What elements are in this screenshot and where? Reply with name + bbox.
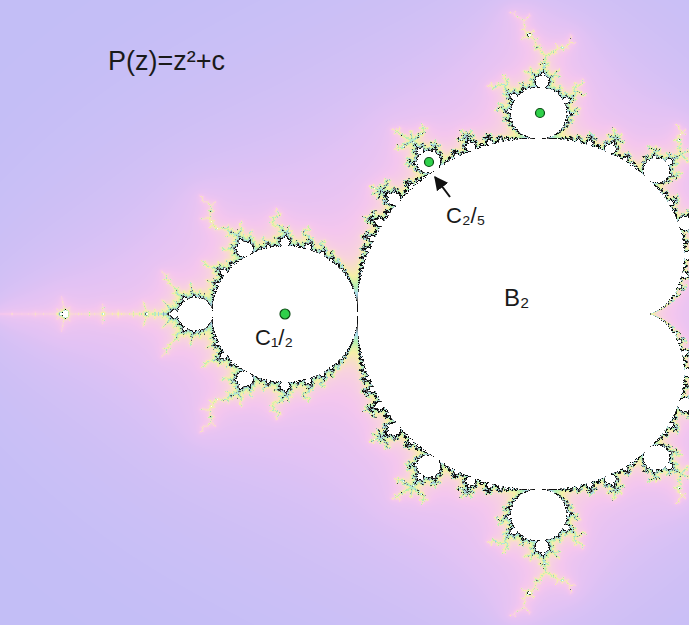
label-holder: B₂ [504,284,529,312]
cardioid-label: B₂ [504,284,529,311]
center-dot [425,158,434,167]
bulb-label: C₂/₅ [446,203,485,228]
leader-arrow [435,177,450,197]
label-holder: P(z)=z²+c [108,46,225,77]
center-dot [280,309,290,319]
bulb-label: C₁/₂ [255,325,293,350]
label-holder: C₂/₅ [446,203,485,229]
center-dot [536,109,545,118]
label-holder: C₁/₂ [255,325,293,351]
formula-label: P(z)=z²+c [108,46,225,76]
